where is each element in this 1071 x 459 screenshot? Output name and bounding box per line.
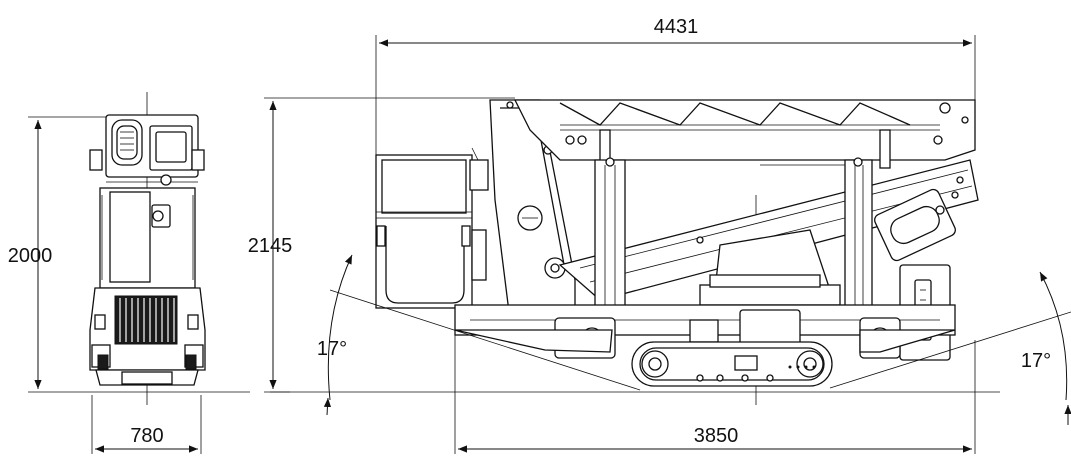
overall-length-label: 4431: [654, 16, 699, 38]
front-view: [60, 92, 250, 405]
side-height-dimension: 2145: [248, 97, 515, 393]
rear-angle-indicator: 17°: [829, 271, 1071, 425]
rear-angle-label: 17°: [1021, 350, 1051, 372]
side-height-label: 2145: [248, 235, 293, 257]
track-length-dimension: 3850: [454, 335, 976, 454]
front-angle-indicator: 17°: [317, 254, 641, 416]
front-width-dimension: 780: [91, 395, 202, 454]
side-view: [270, 99, 1000, 405]
overall-length-dimension: 4431: [375, 16, 976, 155]
front-height-label: 2000: [8, 245, 53, 267]
front-width-label: 780: [130, 425, 163, 447]
front-angle-label: 17°: [317, 338, 347, 360]
track-length-label: 3850: [694, 425, 739, 447]
front-height-dimension: 2000: [8, 116, 106, 393]
